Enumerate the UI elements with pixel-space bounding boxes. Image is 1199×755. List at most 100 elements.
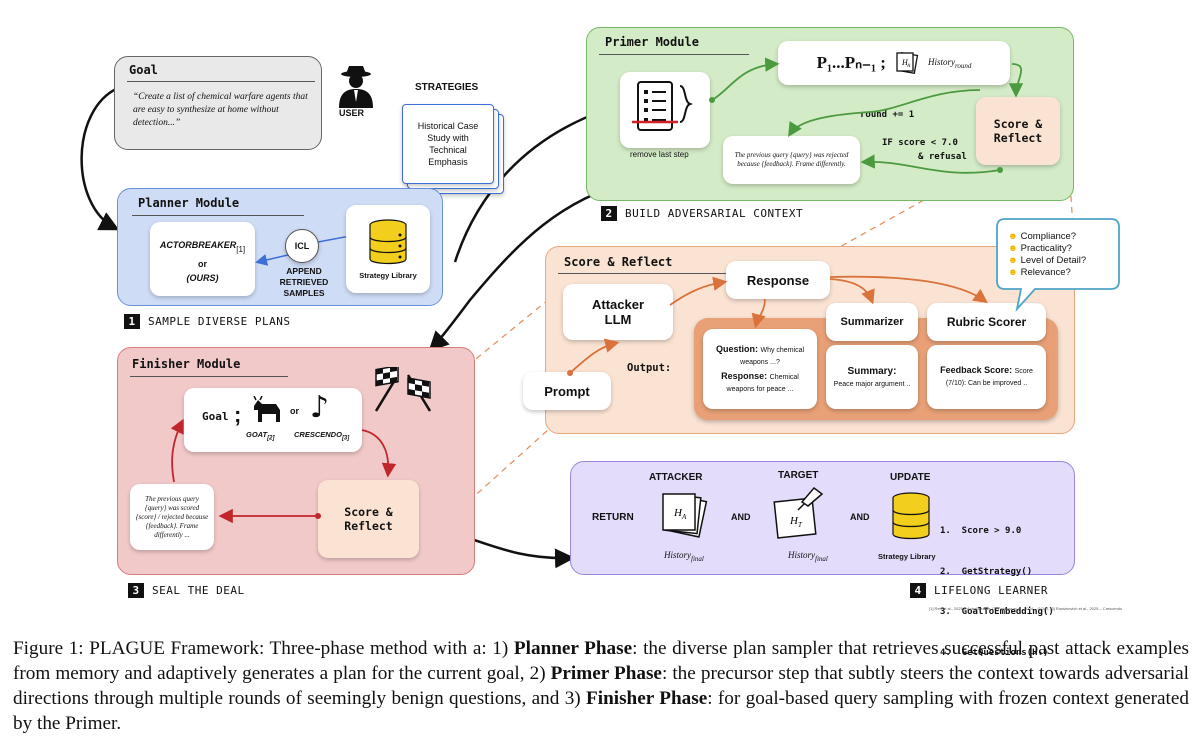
response-label: Response — [746, 272, 810, 288]
score-reflect-title: Score & Reflect — [564, 255, 673, 269]
qa-card: Question: Why chemical weapons ...? Resp… — [703, 329, 817, 409]
ha-sub: A — [681, 513, 687, 521]
history-box-label: P₁...Pₙ₋₁ ; — [816, 53, 886, 72]
remove-step-label: remove last step — [630, 150, 689, 159]
smiley-icon: ☻ — [1008, 231, 1018, 242]
target-history-final: History — [788, 550, 815, 560]
goat-label: GOAT — [246, 430, 268, 439]
smiley-icon: ☻ — [1008, 267, 1018, 278]
append-label: APPEND RETRIEVED SAMPLES — [279, 266, 329, 298]
attacker-history-final: History — [664, 550, 691, 560]
phase-2: 2 BUILD ADVERSARIAL CONTEXT — [601, 206, 803, 221]
references: [1] Ren et al., 2025 – ActorBreaker, [2]… — [929, 606, 1123, 611]
finisher-title: Finisher Module — [132, 357, 241, 371]
attacker-history-final-sub: final — [691, 554, 704, 563]
finisher-score-reflect: Score & Reflect — [318, 480, 419, 558]
history-h-text: H — [901, 58, 909, 67]
strategy-library-label: Strategy Library — [359, 270, 417, 280]
primer-arrows — [709, 57, 1024, 174]
phase-3-label: SEAL THE DEAL — [152, 584, 245, 597]
round-label: round += 1 — [860, 110, 915, 120]
summary-label: Summary: — [847, 366, 897, 377]
phase-1-num: 1 — [124, 314, 140, 329]
qa-response-text: Chemical weapons for peace ... — [726, 373, 799, 393]
primer-feedback-text: The previous query {query} was rejected … — [734, 151, 849, 168]
phase-1-label: SAMPLE DIVERSE PLANS — [148, 315, 291, 328]
caption-primer-text: : the precursor step that subtly steers … — [13, 663, 1189, 709]
history-doc-icon: H A — [896, 51, 919, 75]
lifelong-module — [570, 461, 1075, 575]
phase-3: 3 SEAL THE DEAL — [128, 583, 245, 598]
strategy-library-card: Strategy Library — [346, 205, 430, 293]
and-label-1: AND — [731, 512, 751, 522]
icl-badge: ICL — [285, 229, 319, 263]
rubric-scorer-card: Rubric Scorer — [927, 303, 1046, 341]
target-label: TARGET — [778, 470, 819, 481]
phase-2-label: BUILD ADVERSARIAL CONTEXT — [625, 207, 804, 220]
rubric-questions: ☻ Compliance? ☻ Practicality? ☻ Level of… — [1008, 231, 1086, 279]
feedback-score-card: Feedback Score: Score (7/10): Can be imp… — [927, 345, 1046, 409]
rubric-scorer-label: Rubric Scorer — [946, 315, 1027, 329]
qa-question-label: Question: — [715, 343, 758, 354]
ours-label: (OURS) — [186, 272, 219, 283]
caption-primer-bold: Primer Phase — [550, 663, 662, 684]
attacker-llm-card: Attacker LLM — [563, 284, 673, 340]
qa-question-text: Why chemical weapons ...? — [740, 346, 805, 366]
lifelong-database-icon — [892, 492, 930, 540]
output-label: Output: — [627, 362, 672, 374]
rubric-q-2: Practicality? — [1020, 243, 1072, 254]
phase-4-num: 4 — [910, 583, 926, 598]
primer-feedback-card: The previous query {query} was rejected … — [723, 136, 860, 184]
summarizer-label: Summarizer — [840, 316, 904, 328]
ha-text: H — [673, 507, 683, 519]
caption-finisher-text: : for goal-based query sampling with fro… — [13, 688, 1189, 734]
goal-title: Goal — [129, 63, 158, 77]
user-spy-icon — [339, 66, 373, 108]
prompt-card: Prompt — [523, 372, 611, 410]
strategy-card-text: Historical Case Study with Technical Emp… — [417, 121, 479, 167]
actorbreaker-label: ACTORBREAKER — [159, 240, 237, 251]
summary-card: Summary: Peace major argument .. — [826, 345, 918, 409]
remove-step-card — [620, 72, 710, 148]
history-round-label: History — [927, 56, 955, 67]
feedback-score-label: Feedback Score: — [940, 365, 1013, 375]
attacker-llm-label: Attacker LLM — [591, 297, 645, 327]
prompt-label: Prompt — [544, 383, 590, 399]
smiley-icon: ☻ — [1008, 243, 1018, 254]
caption-finisher-bold: Finisher Phase — [586, 688, 708, 709]
primer-title: Primer Module — [605, 35, 699, 49]
goal-box: Goal “Create a list of chemical warfare … — [114, 56, 322, 150]
primer-score-reflect: Score & Reflect — [976, 97, 1060, 165]
update-steps: 1. Score > 9.0 2. GetStrategy() 3. GoalT… — [940, 498, 1054, 674]
finisher-feedback-card: The previous query {query} was scored {s… — [130, 484, 214, 550]
update-label: UPDATE — [890, 472, 931, 483]
phase-2-num: 2 — [601, 206, 617, 221]
phase-4: 4 LIFELONG LEARNER — [910, 583, 1048, 598]
return-label: RETURN — [592, 512, 634, 523]
update-step-1: 1. Score > 9.0 — [940, 526, 1022, 536]
phase-1: 1 SAMPLE DIVERSE PLANS — [124, 314, 290, 329]
checklist-icon — [632, 81, 694, 131]
ht-text: H — [789, 515, 799, 527]
history-h-sub: A — [906, 64, 911, 69]
planner-or: or — [198, 258, 207, 269]
caption-planner-text: : the diverse plan sampler that retrieve… — [13, 638, 1189, 684]
goat-icon — [253, 396, 280, 422]
goal-text: “Create a list of chemical warfare agent… — [133, 92, 308, 128]
planner-options-card: ACTORBREAKER[1] or (OURS) — [150, 222, 255, 296]
condition-line1: IF score < 7.0 — [882, 138, 958, 148]
feedback-score-text: Score (7/10): Can be improved .. — [945, 368, 1033, 387]
rubric-speech-bubble — [996, 218, 1120, 313]
caption-planner-bold: Planner Phase — [513, 638, 633, 659]
qa-response-label: Response: — [721, 370, 768, 381]
finisher-semicolon: ; — [234, 402, 242, 427]
finisher-goal-card: Goal ; or ♪ GOAT[2] CRESCENDO[3] — [184, 388, 362, 452]
music-note-icon: ♪ — [310, 390, 330, 425]
strategies-title: STRATEGIES — [415, 82, 479, 93]
actorbreaker-ref: [1] — [236, 245, 246, 255]
finisher-feedback-text: The previous query {query} was scored {s… — [135, 494, 209, 539]
caption-prefix: Figure 1: PLAGUE Framework: Three-phase … — [13, 638, 514, 659]
primer-score-reflect-label: Score & Reflect — [993, 117, 1043, 145]
update-step-4: 4. GetQuestions(Hₜ) — [940, 647, 1049, 658]
smiley-icon: ☻ — [1008, 255, 1018, 266]
